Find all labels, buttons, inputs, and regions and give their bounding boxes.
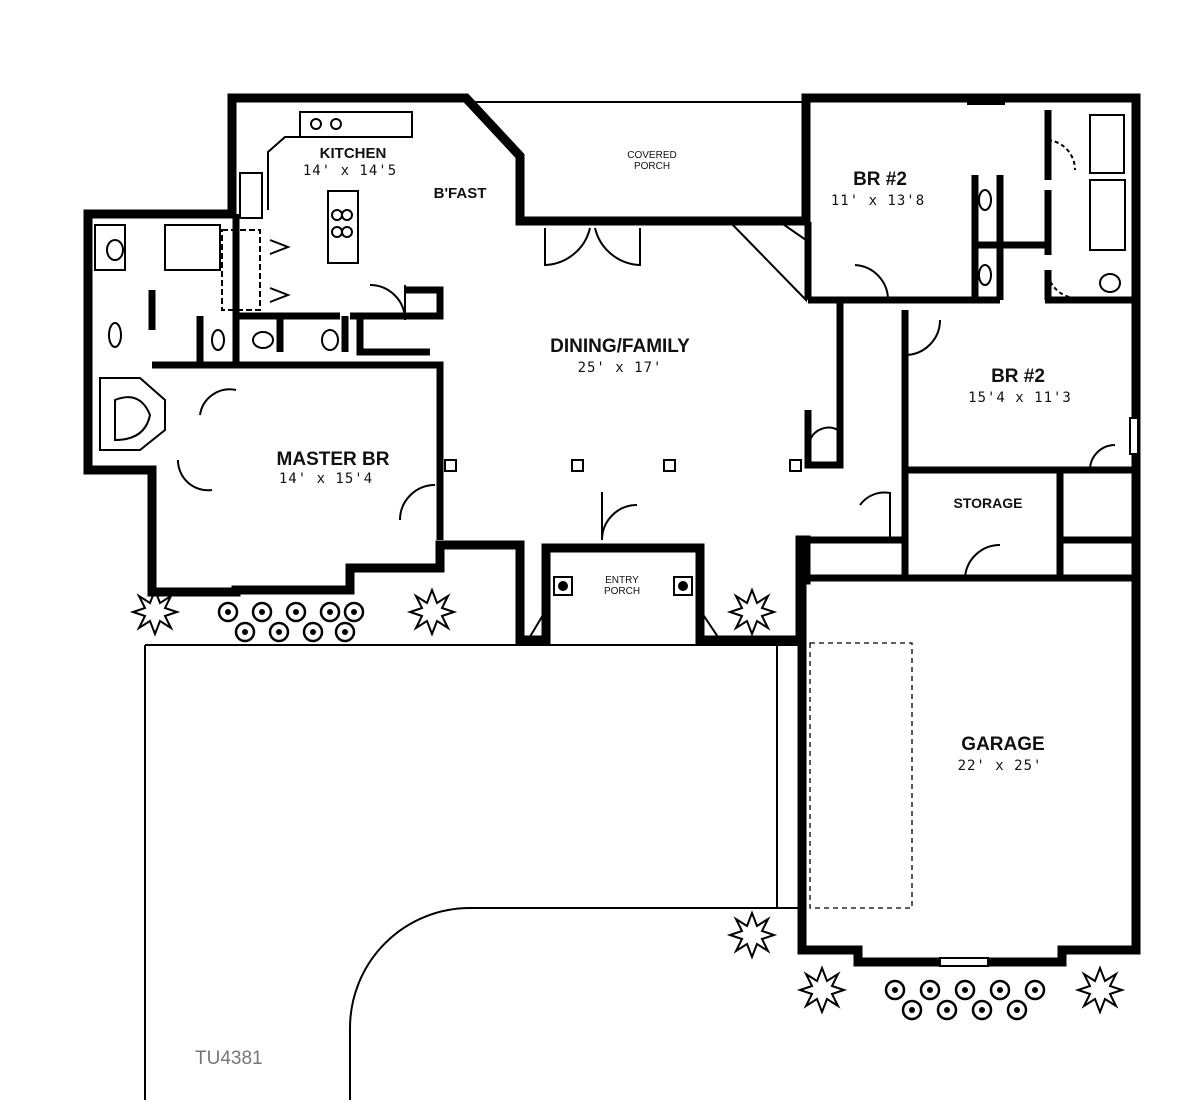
dining-family-label: DINING/FAMILY	[550, 336, 690, 357]
master-br-dimensions: 14' x 15'4	[278, 471, 374, 487]
landscaping	[132, 589, 1123, 1021]
covered-porch-label: COVERED PORCH	[627, 150, 677, 172]
interior-walls	[148, 110, 1136, 582]
storage-label: STORAGE	[953, 495, 1023, 511]
bfast-label: B'FAST	[433, 185, 487, 202]
garage-dimensions: 22' x 25'	[957, 758, 1043, 774]
br2-upper-label: BR #2	[853, 169, 907, 190]
garage-label: GARAGE	[961, 734, 1045, 755]
br2-upper-dimensions: 11' x 13'8	[830, 193, 926, 209]
br2-lower-label: BR #2	[991, 366, 1045, 387]
dining-family-dimensions: 25' x 17'	[577, 360, 663, 376]
kitchen-dimensions: 14' x 14'5	[302, 163, 398, 179]
master-br-label: MASTER BR	[276, 449, 390, 470]
entry-porch-label: ENTRY PORCH	[603, 575, 641, 597]
exterior-walls	[83, 93, 1141, 967]
driveway	[144, 642, 913, 1100]
kitchen-label: KITCHEN	[319, 145, 387, 162]
plan-id: TU4381	[195, 1048, 263, 1069]
fixtures	[94, 95, 1139, 967]
br2-lower-dimensions: 15'4 x 11'3	[968, 390, 1072, 406]
covered-porch-outline	[463, 97, 806, 225]
